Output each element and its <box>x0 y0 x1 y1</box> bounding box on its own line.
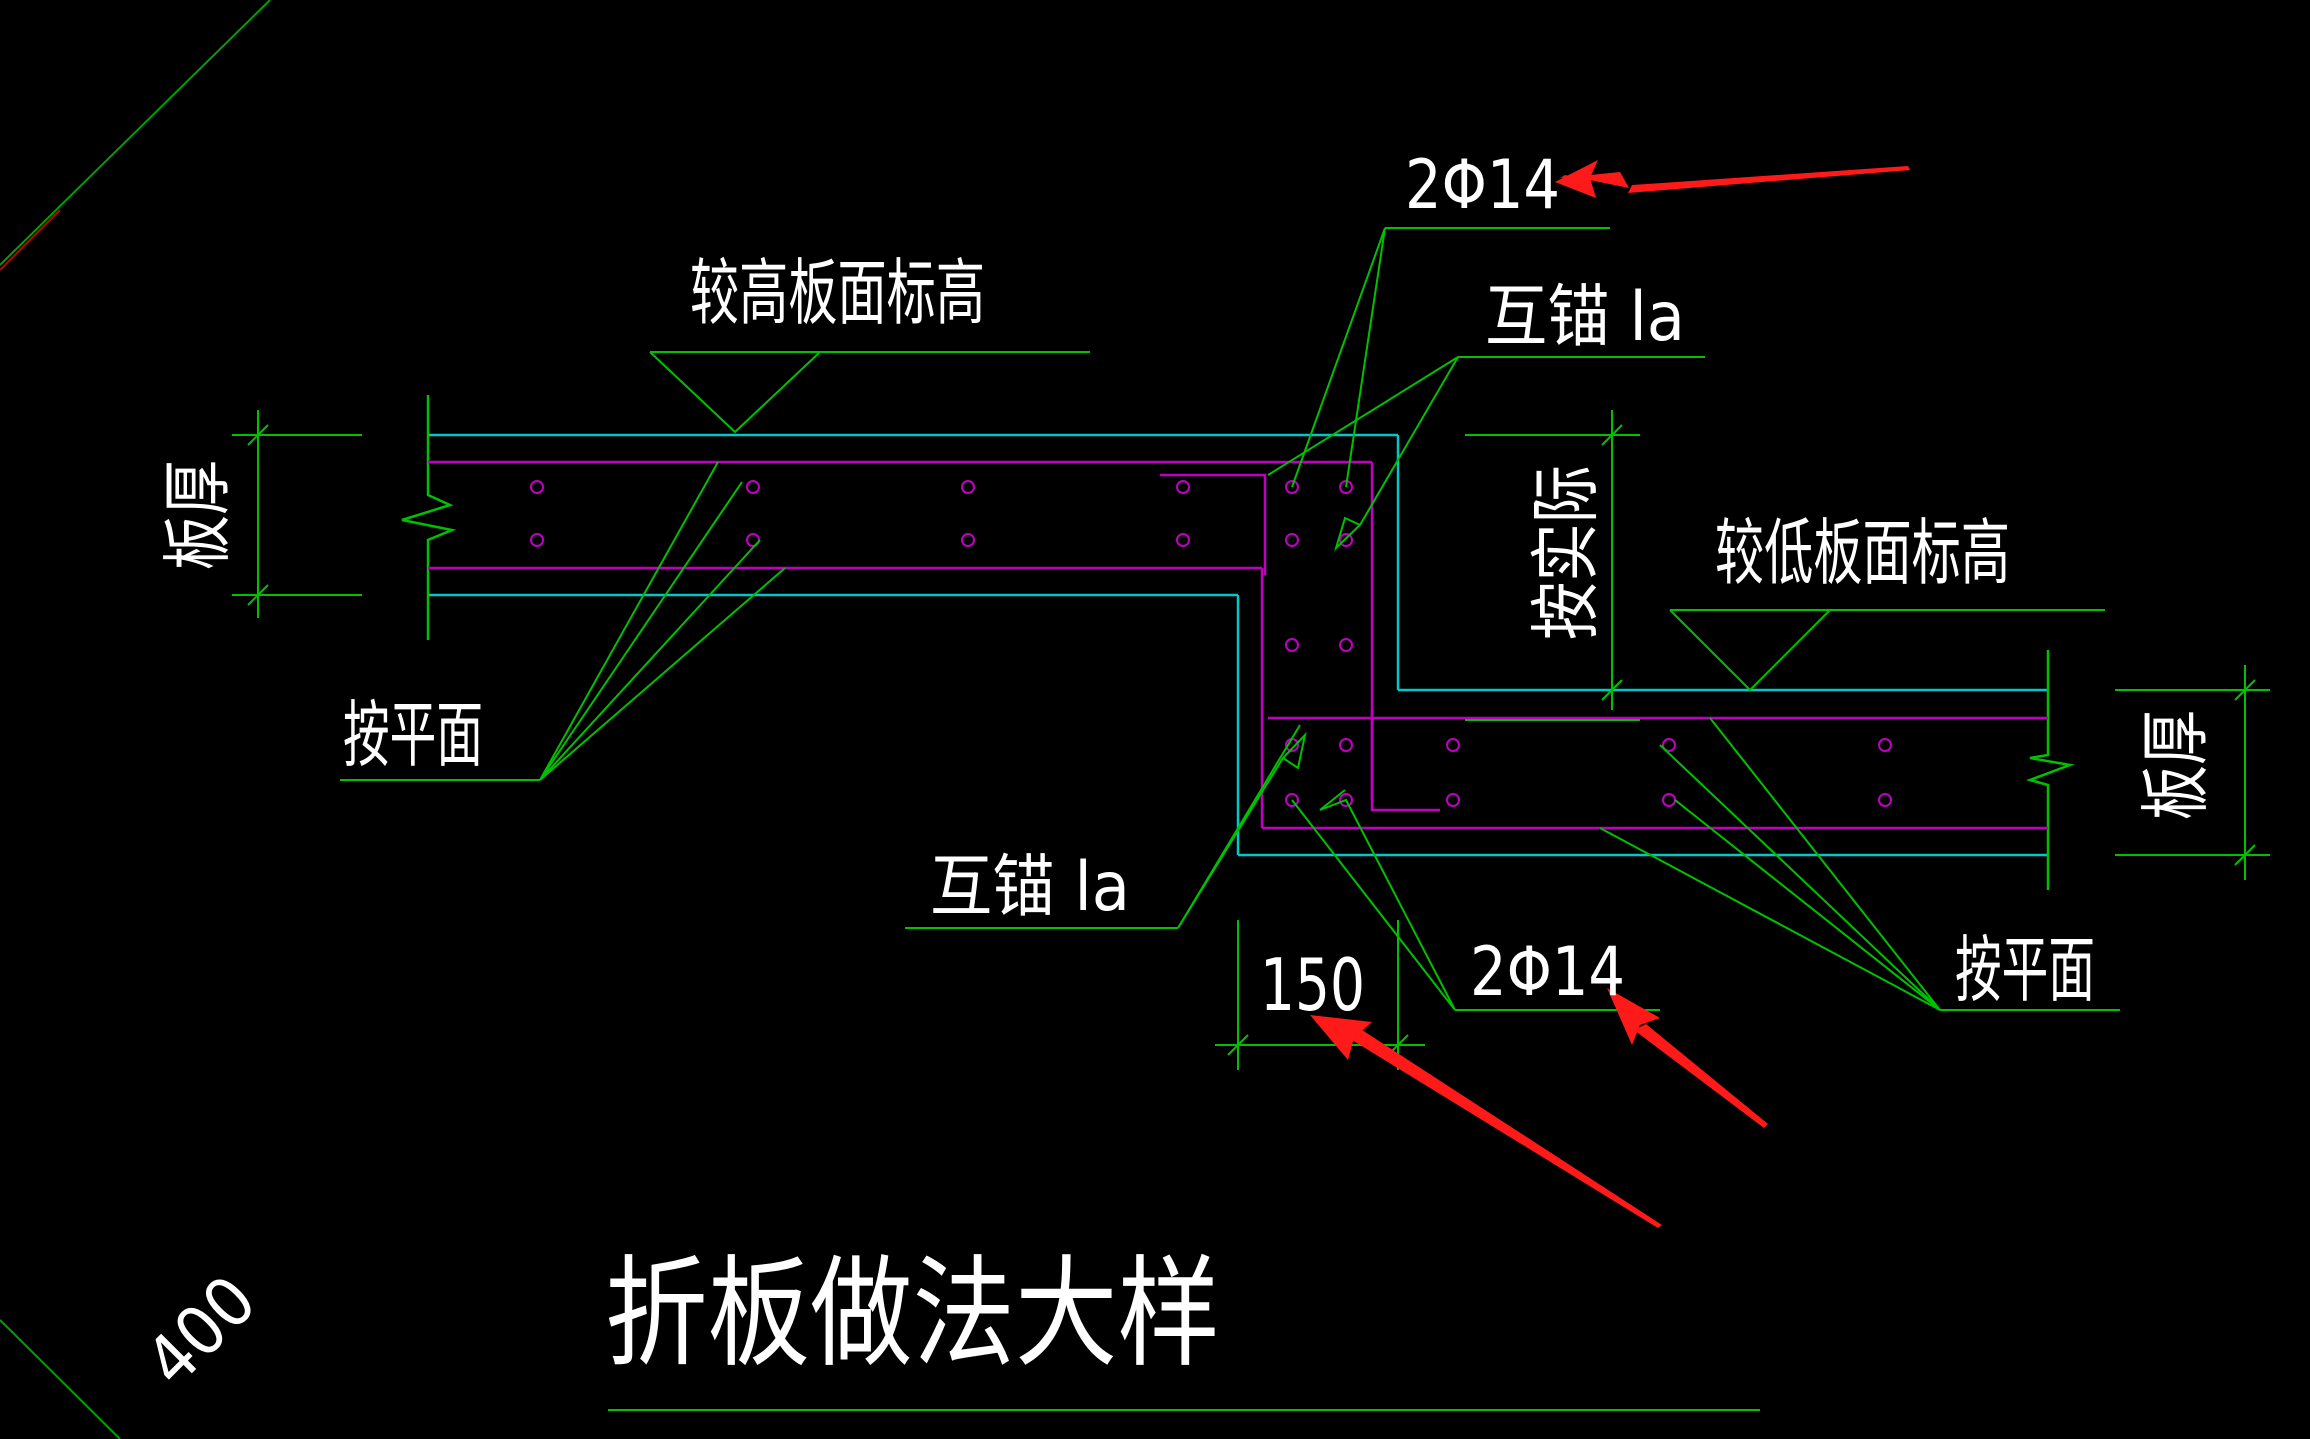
arrow-to-bottom-rebar-shaft <box>1634 1024 1768 1128</box>
label-lower-elevation: 较低板面标高 <box>1715 511 2010 595</box>
red-annotation-arrows <box>1310 160 1910 1228</box>
arrow-to-top-rebar <box>1560 172 1629 188</box>
label-dim-150: 150 <box>1260 943 1365 1027</box>
label-dim-400: 400 <box>131 1261 272 1402</box>
label-rebar-top: 2Φ14 <box>1405 146 1560 225</box>
drawing-title: 折板做法大样 <box>605 1245 1220 1384</box>
label-higher-elevation: 较高板面标高 <box>690 251 985 335</box>
label-rebar-bottom: 2Φ14 <box>1470 933 1625 1012</box>
arrow-to-150-head <box>1310 1015 1372 1060</box>
stray-diagonal-lines <box>0 0 271 1439</box>
label-anchor-bottom: 互锚 la <box>930 848 1130 927</box>
break-lines <box>401 395 2075 890</box>
label-anchor-top: 互锚 la <box>1485 278 1685 357</box>
label-per-actual: 按实际 <box>1525 465 1607 640</box>
stray-red-line <box>0 209 61 271</box>
arrow-to-bottom-rebar-head <box>1607 988 1660 1045</box>
label-slab-thickness-right: 板厚 <box>2135 710 2217 820</box>
slab-outline <box>428 433 2048 857</box>
arrow-to-150-shaft <box>1352 1030 1662 1228</box>
label-per-plan-left: 按平面 <box>343 693 483 777</box>
leaders-and-dimensions <box>232 227 2270 1411</box>
rebar-lines <box>428 460 2048 830</box>
arrow-to-top-rebar-shaft <box>1628 166 1910 193</box>
text-labels: 较高板面标高 较低板面标高 2Φ14 互锚 la 按平面 互锚 la 150 2… <box>131 146 2217 1402</box>
label-slab-thickness-left: 板厚 <box>157 460 239 570</box>
label-per-plan-right: 按平面 <box>1955 928 2095 1012</box>
rebar-dots <box>530 480 1892 807</box>
arrow-to-top-rebar-head <box>1555 160 1598 198</box>
